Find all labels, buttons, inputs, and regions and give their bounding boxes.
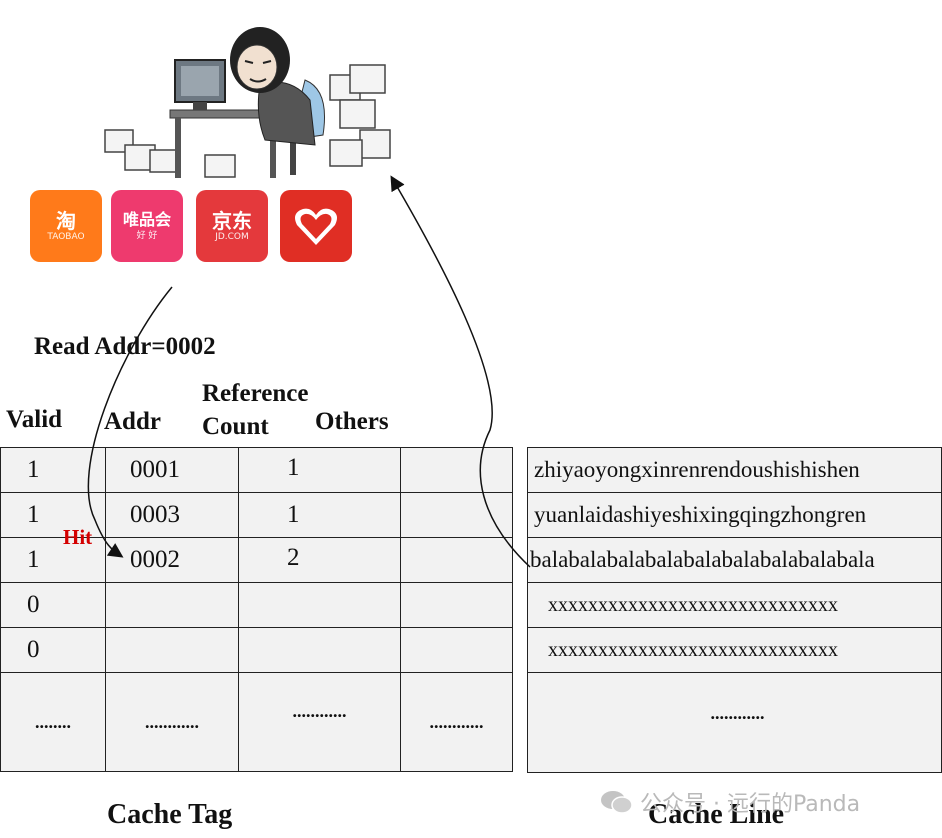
tag-row: 1 0002 2 bbox=[0, 537, 513, 583]
cache-line-table: zhiyaoyongxinrenrendoushishishen yuanlai… bbox=[527, 447, 942, 773]
taobao-app-icon: 淘 TAOBAO bbox=[30, 190, 102, 262]
vipshop-app-icon: 唯品会 好 好 bbox=[111, 190, 183, 262]
line-cell: ............ bbox=[527, 672, 942, 773]
addr-cell: 0001 bbox=[105, 447, 239, 493]
addr-cell: 0002 bbox=[105, 537, 239, 583]
jd-app-sub: JD.COM bbox=[215, 232, 249, 242]
line-row: zhiyaoyongxinrenrendoushishishen bbox=[527, 447, 942, 493]
cache-line-caption: Cache Line bbox=[648, 799, 785, 830]
pinduoduo-app-icon bbox=[280, 190, 352, 262]
line-row: balabalabalabalabalabalabalabalabala bbox=[527, 537, 942, 583]
read-request-arrow bbox=[87, 286, 173, 558]
line-cell: xxxxxxxxxxxxxxxxxxxxxxxxxxxxx bbox=[527, 627, 942, 673]
ref-cell bbox=[238, 582, 401, 628]
watermark-text: 公众号 · 远行的Panda bbox=[640, 792, 861, 817]
valid-cell: ........ bbox=[0, 672, 106, 772]
heart-icon bbox=[295, 208, 337, 245]
header-reference: Reference bbox=[202, 380, 309, 407]
header-addr: Addr bbox=[104, 408, 161, 435]
addr-cell bbox=[105, 582, 239, 628]
taobao-app-sub: TAOBAO bbox=[47, 232, 85, 242]
ref-cell: 1 bbox=[238, 492, 401, 538]
cache-tag-table: 1 0001 1 1 0003 1 1 0002 2 0 0 ........ … bbox=[0, 447, 513, 772]
tag-row: ........ ............ ............ .....… bbox=[0, 672, 513, 772]
line-cell: xxxxxxxxxxxxxxxxxxxxxxxxxxxxx bbox=[527, 582, 942, 628]
data-return-arrow bbox=[390, 175, 531, 568]
line-row: xxxxxxxxxxxxxxxxxxxxxxxxxxxxx bbox=[527, 627, 942, 673]
addr-cell: 0003 bbox=[105, 492, 239, 538]
tag-row: 1 0003 1 bbox=[0, 492, 513, 538]
taobao-app-text: 淘 bbox=[56, 209, 76, 233]
line-row: ............ bbox=[527, 672, 942, 773]
line-row: xxxxxxxxxxxxxxxxxxxxxxxxxxxxx bbox=[527, 582, 942, 628]
read-address-label: Read Addr=0002 bbox=[34, 333, 216, 360]
others-cell bbox=[400, 492, 513, 538]
others-cell bbox=[400, 447, 513, 493]
addr-cell: ............ bbox=[105, 672, 239, 772]
others-cell: ............ bbox=[400, 672, 513, 772]
tag-row: 0 bbox=[0, 627, 513, 673]
header-others: Others bbox=[315, 408, 389, 435]
hit-label: Hit bbox=[63, 525, 93, 549]
others-cell bbox=[400, 627, 513, 673]
valid-cell: 0 bbox=[0, 627, 106, 673]
cache-tag-caption: Cache Tag bbox=[107, 799, 233, 830]
others-cell bbox=[400, 582, 513, 628]
wechat-icon bbox=[601, 791, 633, 814]
line-cell: balabalabalabalabalabalabalabalabala bbox=[527, 537, 942, 583]
ref-cell bbox=[238, 627, 401, 673]
person-at-computer-illustration bbox=[104, 27, 391, 178]
vipshop-app-sub: 好 好 bbox=[136, 231, 158, 242]
valid-cell: 1 bbox=[0, 492, 106, 538]
tag-row: 0 bbox=[0, 582, 513, 628]
ref-cell: ............ bbox=[238, 672, 401, 772]
vipshop-app-text: 唯品会 bbox=[122, 209, 171, 229]
valid-cell: 0 bbox=[0, 582, 106, 628]
header-count: Count bbox=[202, 413, 269, 440]
jd-app-icon: 京东 JD.COM bbox=[196, 190, 268, 262]
header-valid: Valid bbox=[6, 406, 63, 433]
line-cell: zhiyaoyongxinrenrendoushishishen bbox=[527, 447, 942, 493]
watermark: 公众号 · 远行的Panda bbox=[600, 786, 860, 818]
jd-app-text: 京东 bbox=[212, 209, 252, 233]
